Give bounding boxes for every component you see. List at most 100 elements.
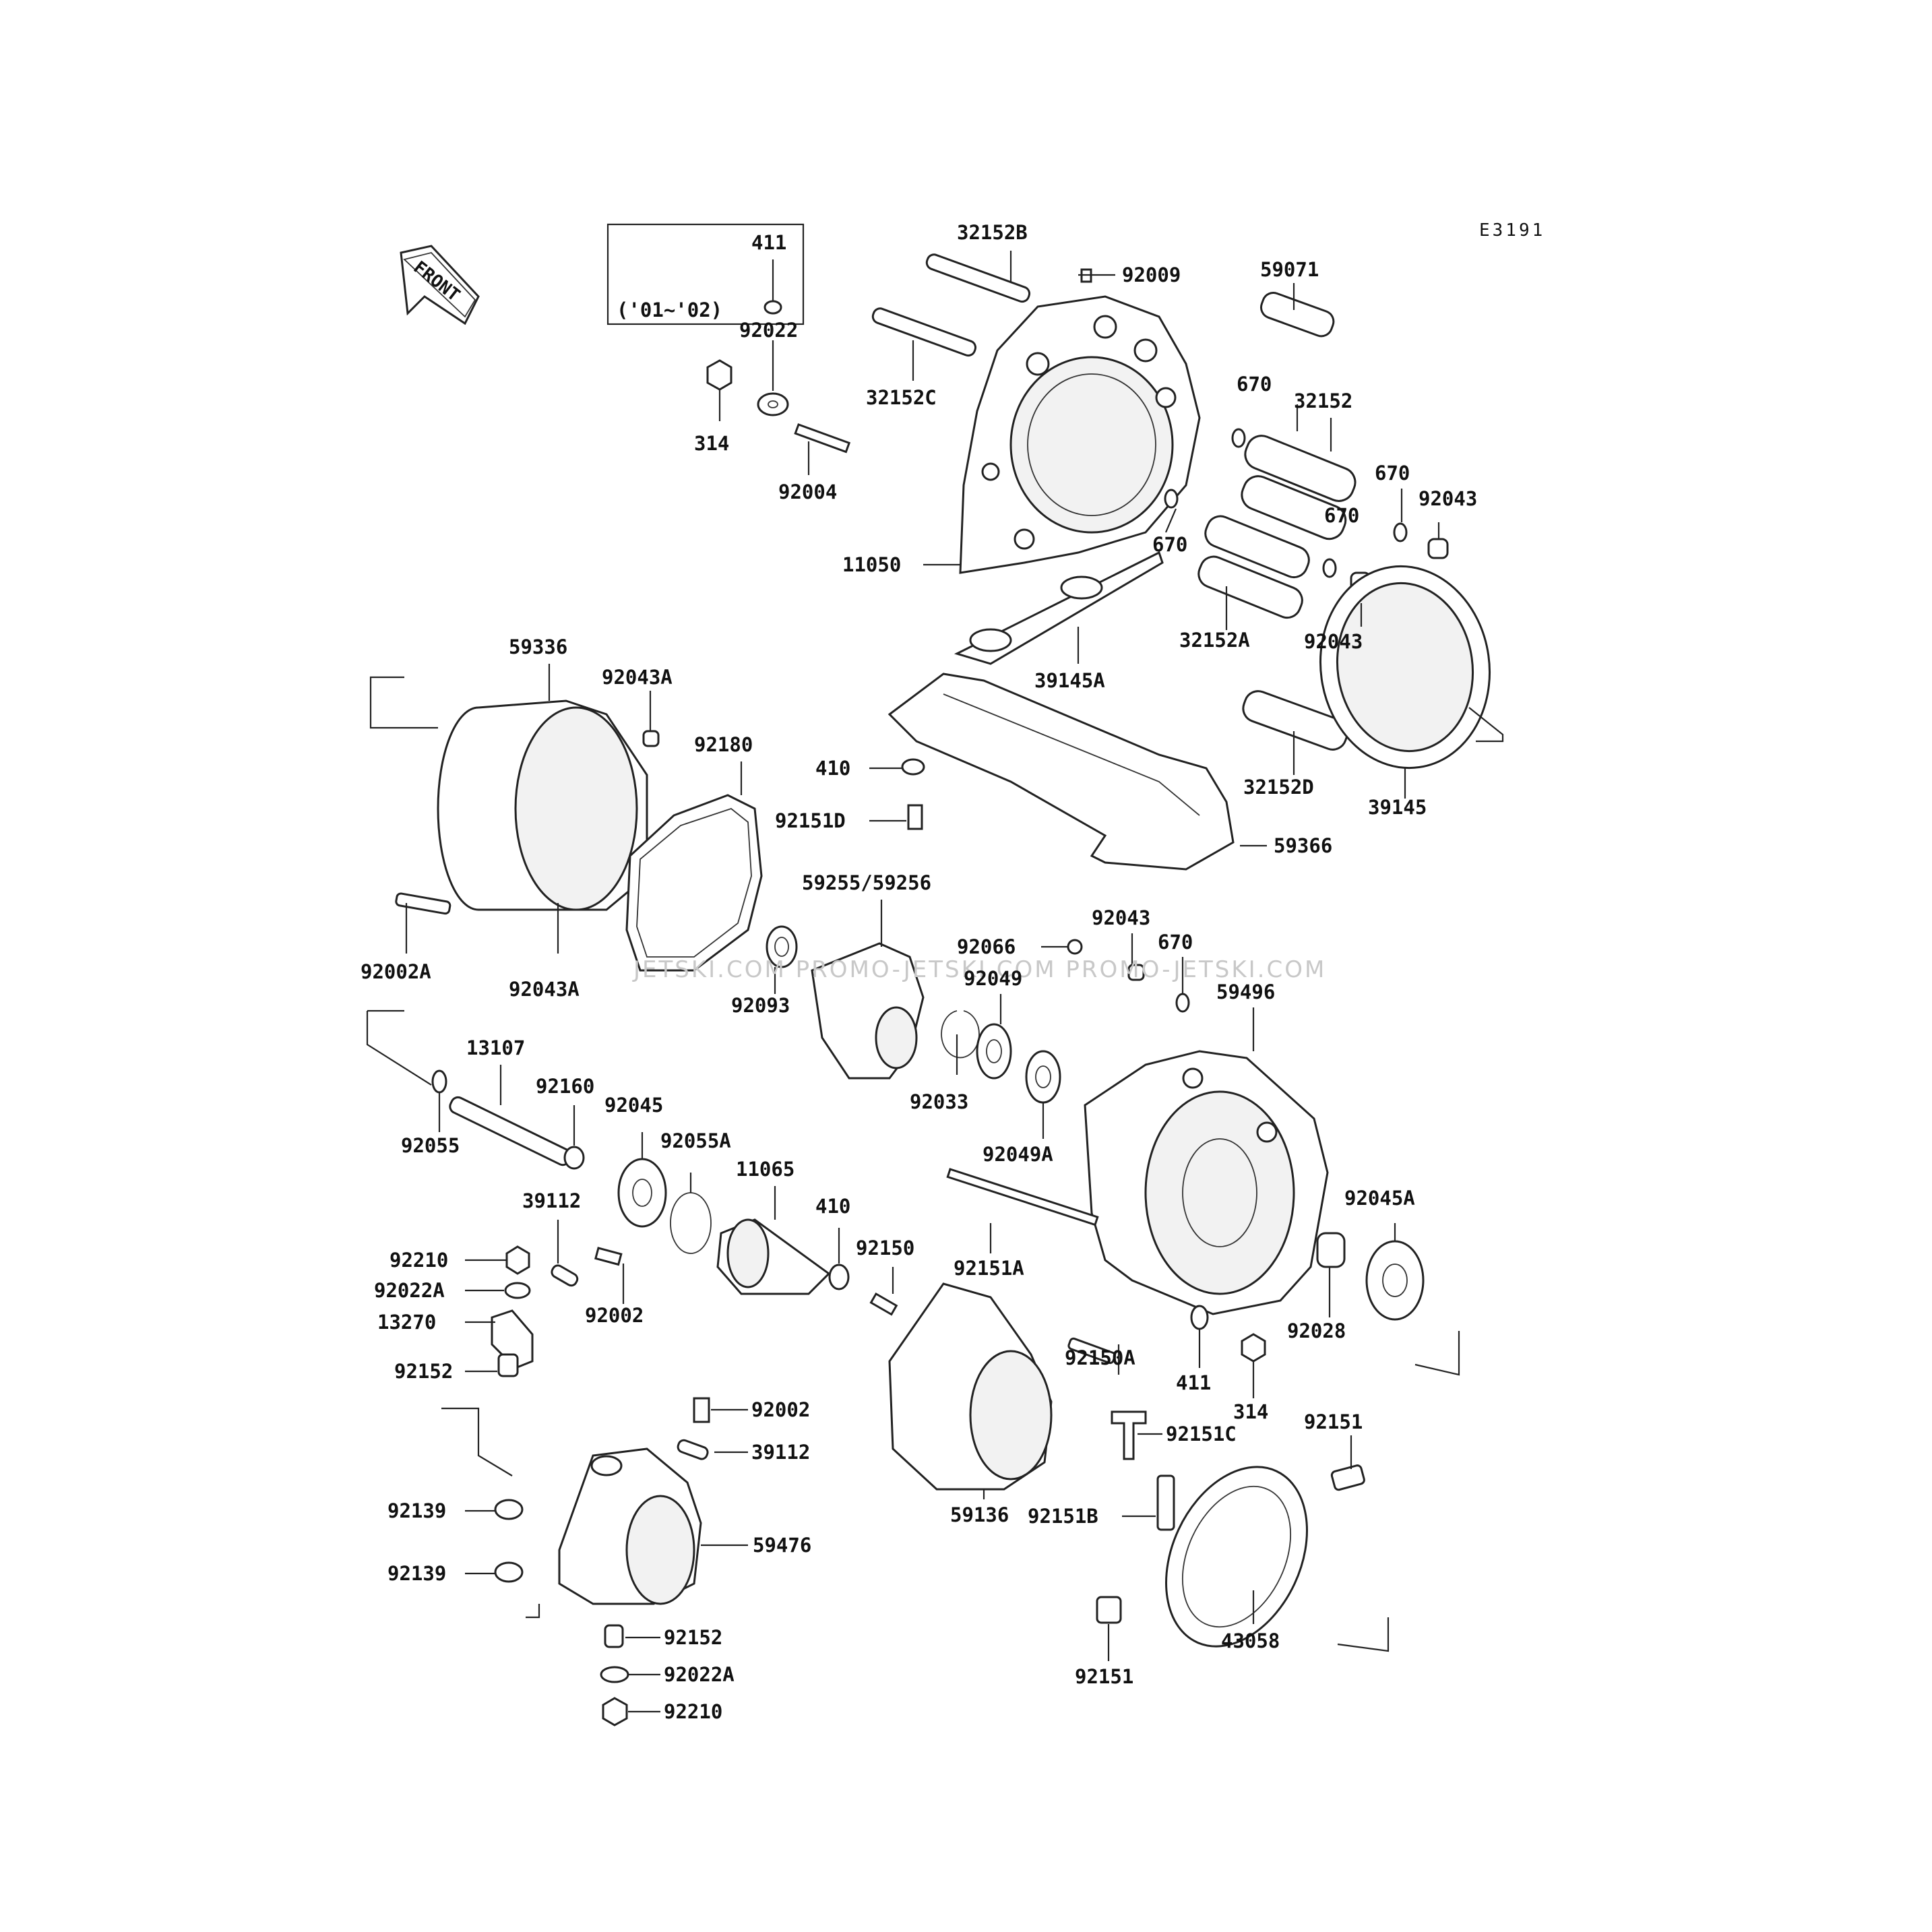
- part-label: 92151D: [775, 809, 846, 832]
- sleeve-32152: [1241, 435, 1357, 540]
- part-label: 92043: [1304, 630, 1363, 653]
- part-label: 92093: [731, 994, 790, 1017]
- part-label: 59071: [1260, 258, 1319, 281]
- bolt-92151d: [907, 804, 923, 830]
- part-label: 59496: [1216, 980, 1275, 1003]
- part-label: 92151B: [1028, 1505, 1098, 1528]
- part-label: 92151A: [954, 1257, 1024, 1280]
- washer-92022: [757, 392, 789, 416]
- part-label: 92160: [536, 1075, 594, 1098]
- part-label: 670: [1237, 373, 1272, 396]
- sleeve-32152a: [1197, 515, 1310, 619]
- bolt-92002a: [395, 892, 451, 915]
- part-label: 411: [1176, 1371, 1211, 1394]
- part-label: 39112: [751, 1441, 810, 1464]
- part-label: 92033: [910, 1090, 968, 1113]
- part-label: 11050: [842, 553, 901, 576]
- washer-410: [901, 758, 925, 776]
- part-label: 59476: [753, 1534, 811, 1557]
- part-label: 92022A: [374, 1279, 445, 1302]
- cap-11065: [716, 1218, 831, 1295]
- collar-92152-lower: [604, 1624, 624, 1648]
- intake-duct-59336: [437, 699, 648, 911]
- washer-92022a: [504, 1282, 531, 1299]
- part-label: 92002A: [361, 960, 431, 983]
- drive-shaft-13107: [449, 1096, 572, 1166]
- part-label: 39145A: [1034, 669, 1105, 692]
- part-label: 92151: [1075, 1665, 1133, 1688]
- part-label: 92002: [585, 1304, 644, 1327]
- part-label: 32152B: [957, 221, 1028, 244]
- part-label: 32152C: [866, 386, 937, 409]
- note-part-label: 411: [751, 231, 786, 254]
- lever-39112-lower: [677, 1439, 709, 1460]
- bearing-92049: [976, 1023, 1012, 1080]
- cover-43058: [1165, 1466, 1308, 1648]
- stud-92151a: [946, 1168, 1099, 1226]
- part-label: 92022: [739, 319, 798, 342]
- part-label: 92055: [401, 1134, 460, 1157]
- part-label: 13107: [466, 1036, 525, 1059]
- part-label: 92210: [389, 1249, 448, 1272]
- part-label: 410: [815, 757, 850, 780]
- nut-92210-lower: [602, 1697, 628, 1726]
- seal-39145a: [954, 551, 1164, 665]
- part-label: 92043: [1092, 906, 1150, 929]
- bolt-92150: [869, 1292, 898, 1316]
- part-label: 92002: [751, 1398, 810, 1421]
- part-label: 92180: [694, 733, 753, 756]
- nut-314-lower: [1241, 1333, 1266, 1363]
- bolt-92151c: [1111, 1410, 1147, 1460]
- watermark-text: JETSKI.COM PROMO-JETSKI.COM PROMO-JETSKI…: [632, 956, 1326, 983]
- part-label: 59366: [1274, 834, 1332, 857]
- stud-32152b: [925, 253, 1031, 303]
- part-label: 59136: [950, 1503, 1009, 1526]
- diagram-code: E3191: [1479, 220, 1545, 241]
- pump-case-59496: [1084, 1050, 1329, 1315]
- impeller-59255: [811, 942, 925, 1080]
- front-arrow-icon: FRONT: [400, 245, 480, 325]
- bushing-92139-b: [494, 1561, 524, 1583]
- part-label: 670: [1324, 504, 1359, 527]
- part-label: 314: [694, 432, 729, 455]
- part-label: 43058: [1221, 1629, 1280, 1652]
- part-label: 11065: [736, 1158, 794, 1181]
- sleeve-32152d: [1242, 690, 1349, 751]
- part-label: 92151: [1304, 1410, 1363, 1433]
- part-label: 92049: [964, 967, 1022, 990]
- deflector-59476: [558, 1447, 702, 1605]
- part-label: 32152: [1294, 389, 1352, 412]
- part-label: 92043A: [509, 978, 580, 1001]
- ring-92160: [563, 1146, 585, 1170]
- lever-39112: [551, 1264, 579, 1287]
- part-label: 670: [1152, 533, 1187, 556]
- steering-nozzle-59136: [888, 1282, 1053, 1491]
- nut-92210: [505, 1245, 530, 1275]
- washer-92022a-lower: [600, 1666, 629, 1683]
- bolt-92002: [594, 1247, 623, 1266]
- part-label: 92150: [856, 1237, 914, 1259]
- hose-fitting-59071: [1260, 292, 1335, 338]
- washer-410-cap: [828, 1264, 850, 1290]
- collar-92152-upper: [497, 1353, 519, 1377]
- bearing-92045: [617, 1158, 667, 1228]
- part-label: 32152D: [1243, 776, 1314, 799]
- bushing-92139-a: [494, 1499, 524, 1520]
- part-label: 92009: [1122, 263, 1181, 286]
- stud-32152c: [871, 307, 977, 357]
- part-label: 92043A: [602, 666, 673, 689]
- year-note-box: 411 ('01~'02): [606, 223, 805, 325]
- part-label: 39112: [522, 1189, 581, 1212]
- bearing-92049a: [1025, 1050, 1061, 1104]
- stud-92004: [794, 423, 851, 454]
- part-label: 670: [1158, 931, 1193, 954]
- plug-92066: [1067, 939, 1083, 955]
- part-labels: 32152B 92009 59071 32152C 92022 314 9200…: [361, 221, 1477, 1723]
- washer-411: [1190, 1305, 1209, 1330]
- part-label: 92152: [664, 1626, 722, 1649]
- bolt-92151-right: [1330, 1464, 1365, 1491]
- part-label: 670: [1375, 462, 1410, 485]
- part-label: 59255/59256: [802, 871, 931, 894]
- part-label: 32152A: [1179, 629, 1250, 652]
- part-label: 92045: [604, 1094, 663, 1117]
